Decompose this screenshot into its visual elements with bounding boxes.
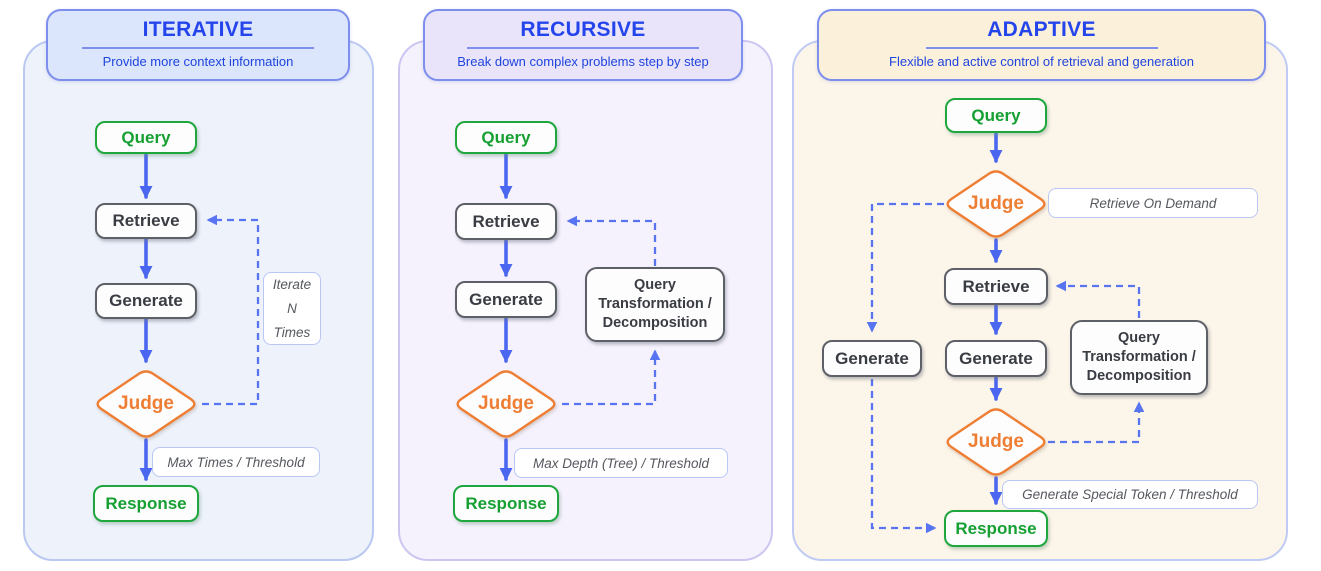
panel-iterative: [23, 40, 374, 561]
exit-annotation: Generate Special Token / Threshold: [1002, 480, 1258, 509]
panel-subtitle: Flexible and active control of retrieval…: [889, 53, 1194, 69]
node-judge-2: Judge: [968, 431, 1024, 452]
node-query: Query: [95, 121, 197, 154]
transform-line: Transformation /: [1082, 349, 1196, 366]
node-judge: Judge: [478, 393, 534, 414]
exit-annotation: Max Times / Threshold: [152, 447, 320, 477]
transform-line: Query: [1118, 330, 1160, 347]
node-retrieve: Retrieve: [95, 203, 197, 239]
node-judge-1: Judge: [968, 193, 1024, 214]
node-generate-left: Generate: [822, 340, 922, 377]
node-generate: Generate: [95, 283, 197, 319]
loop-annotation-line: Times: [273, 324, 311, 340]
panel-title: ITERATIVE: [142, 18, 254, 41]
loop-annotation-line: N: [287, 300, 297, 316]
panel-subtitle: Provide more context information: [102, 53, 294, 69]
node-response: Response: [944, 510, 1048, 547]
loop-annotation-line: Iterate: [272, 276, 312, 292]
title-divider: [467, 47, 699, 49]
node-query-transformation: Query Transformation / Decomposition: [585, 267, 725, 342]
node-query: Query: [945, 98, 1047, 133]
node-judge: Judge: [118, 393, 174, 414]
panel-title: RECURSIVE: [520, 18, 646, 41]
transform-line: Decomposition: [1086, 367, 1192, 384]
on-demand-annotation: Retrieve On Demand: [1048, 188, 1258, 218]
title-divider: [925, 47, 1158, 49]
title-divider: [82, 47, 314, 49]
panel-header-recursive: RECURSIVE Break down complex problems st…: [423, 9, 743, 81]
node-query-transformation: Query Transformation / Decomposition: [1070, 320, 1208, 395]
node-retrieve: Retrieve: [455, 203, 557, 240]
transform-line: Decomposition: [602, 314, 708, 331]
node-response: Response: [93, 485, 199, 522]
exit-annotation: Max Depth (Tree) / Threshold: [514, 448, 728, 478]
transform-line: Query: [634, 277, 676, 294]
panel-subtitle: Break down complex problems step by step: [457, 53, 709, 69]
node-response: Response: [453, 485, 559, 522]
panel-title: ADAPTIVE: [987, 18, 1096, 41]
panel-header-adaptive: ADAPTIVE Flexible and active control of …: [817, 9, 1266, 81]
loop-annotation: Iterate N Times: [263, 272, 321, 345]
panel-header-iterative: ITERATIVE Provide more context informati…: [46, 9, 350, 81]
node-generate: Generate: [945, 340, 1047, 377]
node-retrieve: Retrieve: [944, 268, 1048, 305]
node-query: Query: [455, 121, 557, 154]
node-generate: Generate: [455, 281, 557, 318]
transform-line: Transformation /: [598, 296, 712, 313]
